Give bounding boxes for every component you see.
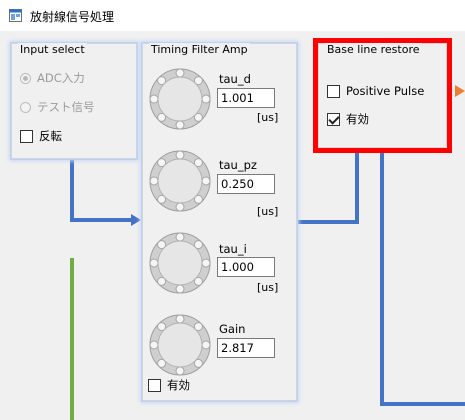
checkbox-indicator xyxy=(327,84,340,98)
test-signal-radio[interactable]: テスト信号 xyxy=(20,99,95,115)
main-canvas: Input select ADC入力 テスト信号 反転 Timing Filte… xyxy=(0,31,465,420)
checkbox-indicator xyxy=(327,112,340,126)
wire-input-to-tfa xyxy=(70,218,136,222)
positive-pulse-label: Positive Pulse xyxy=(346,84,425,98)
baseline-restore-group: Base line restore Positive Pulse 有効 xyxy=(313,38,452,153)
tfa-enable-label: 有効 xyxy=(167,378,190,392)
gain-knob[interactable] xyxy=(149,314,211,376)
wire-tfa-to-blr xyxy=(295,220,359,224)
tau-d-knob[interactable] xyxy=(149,68,211,130)
wire-output xyxy=(380,402,465,406)
tau-i-input[interactable]: 1.000 xyxy=(217,257,275,277)
tau-i-label: tau_i xyxy=(219,242,247,256)
test-signal-label: テスト信号 xyxy=(37,100,95,114)
radio-indicator xyxy=(20,101,31,113)
baseline-restore-title: Base line restore xyxy=(325,43,422,56)
invert-checkbox[interactable]: 反転 xyxy=(20,128,62,144)
title-bar: 放射線信号処理 xyxy=(0,0,465,31)
wire-green-signal xyxy=(70,258,74,420)
timing-filter-amp-title: Timing Filter Amp xyxy=(149,43,250,56)
wire-input-down xyxy=(70,158,74,222)
tau-pz-input[interactable]: 0.250 xyxy=(217,174,275,194)
blr-enable-label: 有効 xyxy=(346,112,369,126)
tau-d-label: tau_d xyxy=(219,72,251,86)
window-title: 放射線信号処理 xyxy=(30,10,115,24)
tau-pz-label: tau_pz xyxy=(219,158,257,172)
wire-blr-out xyxy=(380,152,384,406)
tau-d-input[interactable]: 1.001 xyxy=(217,88,275,108)
app-window-icon xyxy=(9,9,22,22)
tau-pz-knob[interactable] xyxy=(149,150,211,212)
invert-label: 反転 xyxy=(39,129,62,143)
tau-i-unit: [us] xyxy=(257,281,279,294)
input-select-group: Input select ADC入力 テスト信号 反転 xyxy=(11,43,137,159)
gain-input[interactable]: 2.817 xyxy=(217,338,275,358)
input-select-title: Input select xyxy=(18,43,87,56)
arrow-right-orange-icon xyxy=(455,85,465,97)
adc-input-label: ADC入力 xyxy=(37,71,85,85)
blr-enable-checkbox[interactable]: 有効 xyxy=(327,111,369,127)
tfa-enable-checkbox[interactable]: 有効 xyxy=(148,377,190,393)
timing-filter-amp-group: Timing Filter Amp tau_d 1.001 [us] tau_p… xyxy=(142,43,297,401)
checkbox-indicator xyxy=(148,378,161,392)
checkbox-indicator xyxy=(20,129,33,143)
adc-input-radio[interactable]: ADC入力 xyxy=(20,70,85,86)
arrow-right-icon xyxy=(131,214,141,226)
positive-pulse-checkbox[interactable]: Positive Pulse xyxy=(327,84,424,98)
gain-label: Gain xyxy=(219,322,246,336)
radio-indicator xyxy=(20,72,31,84)
tau-i-knob[interactable] xyxy=(149,232,211,294)
tau-pz-unit: [us] xyxy=(257,205,279,218)
wire-blr-in xyxy=(355,152,359,224)
tau-d-unit: [us] xyxy=(257,111,279,124)
